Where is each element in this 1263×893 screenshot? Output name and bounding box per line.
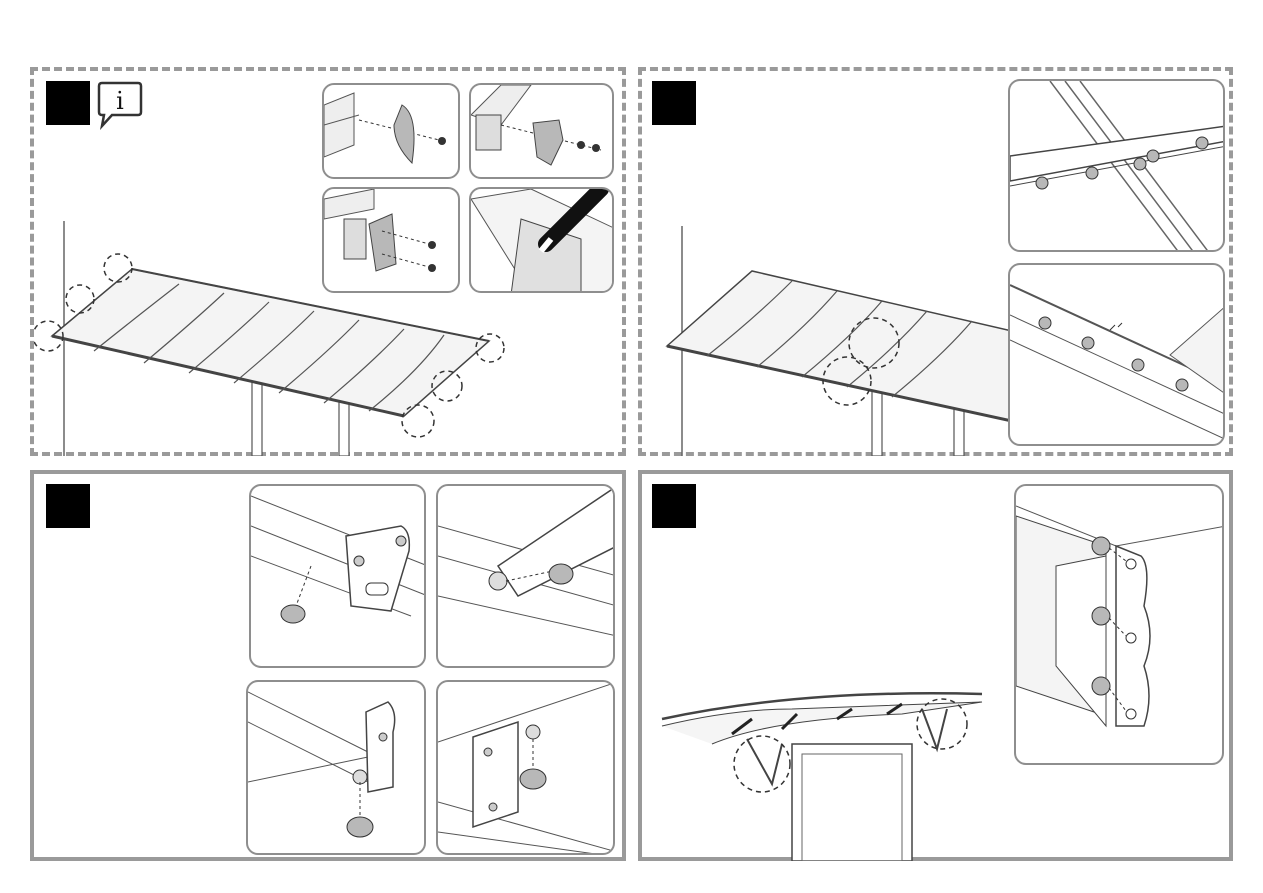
detail-rail-bolts-bottom xyxy=(1008,263,1225,446)
detail-bracket-cap-4 xyxy=(436,680,615,855)
step-panel-2 xyxy=(638,67,1233,456)
detail-marker-pen xyxy=(469,187,614,293)
detail-wall-bracket-caps xyxy=(1014,484,1224,765)
detail-bracket-screws xyxy=(469,83,614,179)
step-panel-1: i xyxy=(30,67,626,456)
detail-bracket-cap-3 xyxy=(246,680,426,855)
detail-rail-bolts-top xyxy=(1008,79,1225,252)
step-number-box-2 xyxy=(652,81,696,125)
step-panel-3 xyxy=(30,470,626,861)
detail-bracket-cap-2 xyxy=(436,484,615,668)
detail-bracket-cap-1 xyxy=(249,484,426,668)
door-awning-illustration xyxy=(652,664,992,861)
step-panel-4 xyxy=(638,470,1233,861)
detail-plate-two-screws xyxy=(322,187,460,293)
detail-end-cap-screw xyxy=(322,83,460,179)
info-letter: i xyxy=(116,87,124,115)
step-number-box-1 xyxy=(46,81,90,125)
info-speech-bubble-icon: i xyxy=(96,80,144,134)
step-number-box-4 xyxy=(652,484,696,528)
step-number-box-3 xyxy=(46,484,90,528)
awning-overview-illustration-2 xyxy=(642,221,1012,456)
